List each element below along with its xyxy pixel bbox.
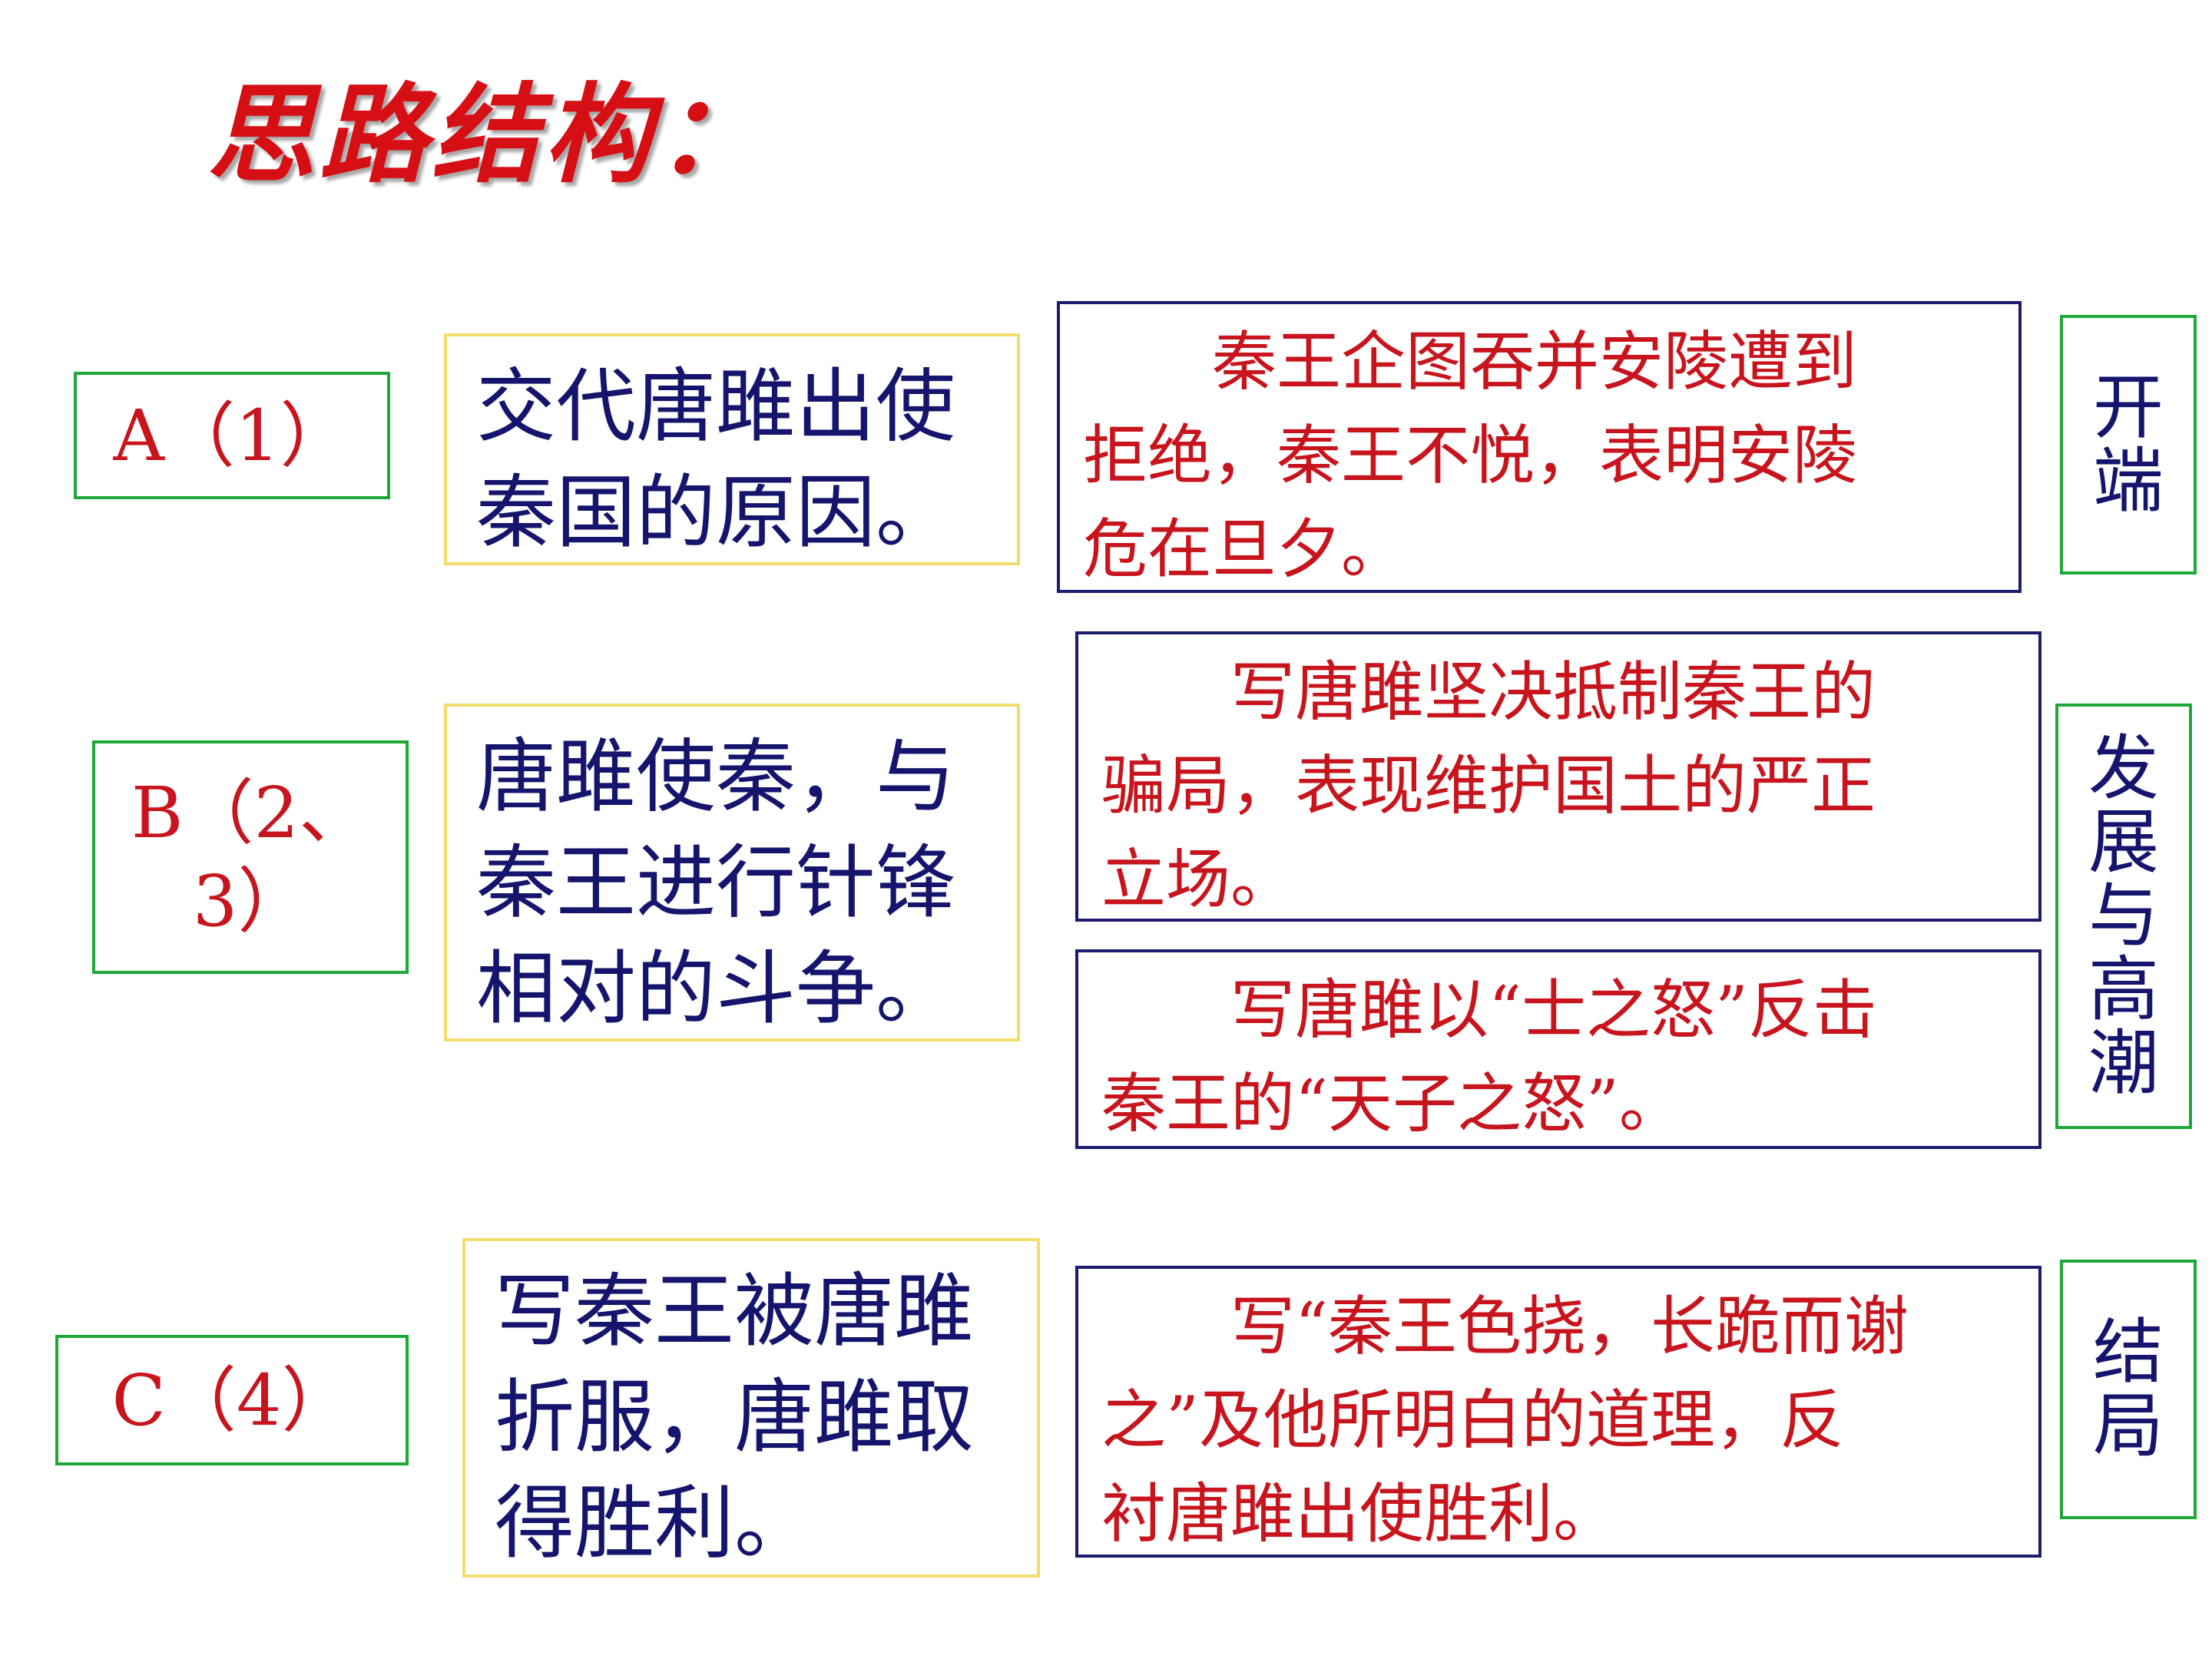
- detail-line: 写唐雎坚决抵制秦王的: [1230, 654, 1876, 730]
- stage-char: 展: [2088, 801, 2159, 883]
- detail-box-a: 秦王企图吞并安陵遭到 拒绝，秦王不悦，表明安陵 危在旦夕。: [1057, 301, 2022, 593]
- summary-text-c: 写秦王被唐雎 折服，唐雎取 得胜利。: [465, 1241, 1037, 1576]
- summary-box-c: 写秦王被唐雎 折服，唐雎取 得胜利。: [462, 1238, 1040, 1578]
- summary-line: 得胜利。: [495, 1476, 815, 1570]
- stage-char: 开: [2092, 366, 2164, 449]
- detail-line: 写唐雎以“士之怒”反击: [1230, 972, 1877, 1048]
- summary-line: 交代唐雎出使: [476, 359, 956, 453]
- summary-line: 秦王进行针锋: [476, 836, 956, 929]
- summary-text-a: 交代唐雎出使 秦国的原因。: [447, 336, 1017, 565]
- detail-line: 骗局，表现维护国土的严正: [1101, 748, 1876, 823]
- detail-line: 秦王企图吞并安陵遭到: [1212, 324, 1858, 399]
- stage-char: 发: [2088, 727, 2159, 810]
- detail-line: 立场。: [1101, 842, 1296, 917]
- detail-line: 危在旦夕。: [1083, 512, 1406, 587]
- detail-text-b1: 写唐雎坚决抵制秦王的 骗局，表现维护国土的严正 立场。: [1078, 634, 2038, 926]
- detail-line: 拒绝，秦王不悦，表明安陵: [1083, 418, 1858, 493]
- detail-line: 之”及他所明白的道理，反: [1101, 1382, 1844, 1458]
- label-line: A（1）: [113, 394, 351, 477]
- summary-line: 相对的斗争。: [476, 942, 956, 1035]
- stage-char: 端: [2092, 440, 2164, 522]
- summary-line: 唐雎使秦，与: [476, 730, 956, 823]
- detail-text-a: 秦王企图吞并安陵遭到 拒绝，秦王不悦，表明安陵 危在旦夕。: [1060, 304, 2018, 596]
- section-label-c-text: C（4）: [112, 1356, 353, 1445]
- detail-text-b2: 写唐雎以“士之怒”反击 秦王的“天子之怒”。: [1078, 952, 2038, 1151]
- summary-line: 秦国的原因。: [476, 465, 956, 559]
- summary-box-b: 唐雎使秦，与 秦王进行针锋 相对的斗争。: [444, 704, 1020, 1041]
- stage-box-ending: 结 局: [2060, 1260, 2197, 1519]
- detail-line: 秦王的“天子之怒”。: [1101, 1066, 1684, 1141]
- detail-box-b1: 写唐雎坚决抵制秦王的 骗局，表现维护国土的严正 立场。: [1075, 631, 2041, 922]
- summary-line: 折服，唐雎取: [495, 1370, 975, 1464]
- summary-line: 写秦王被唐雎: [495, 1264, 975, 1358]
- summary-box-a: 交代唐雎出使 秦国的原因。: [444, 333, 1020, 565]
- section-label-a-text: A（1）: [114, 392, 351, 480]
- section-label-b-text: B（2、 3）: [131, 769, 369, 945]
- stage-char: 高: [2088, 949, 2159, 1031]
- stage-char: 与: [2088, 875, 2159, 957]
- label-line: C（4）: [111, 1359, 353, 1442]
- stage-box-development-climax: 发 展 与 高 潮: [2055, 704, 2192, 1129]
- detail-line: 写“秦王色挠，长跪而谢: [1230, 1289, 1909, 1364]
- slide-title: 思路结构：: [207, 73, 769, 198]
- stage-char: 结: [2092, 1311, 2164, 1393]
- detail-box-c: 写“秦王色挠，长跪而谢 之”及他所明白的道理，反 衬唐雎出使胜利。: [1075, 1266, 2041, 1558]
- section-label-a: A（1）: [74, 372, 390, 499]
- summary-text-b: 唐雎使秦，与 秦王进行针锋 相对的斗争。: [447, 707, 1017, 1041]
- stage-char: 潮: [2088, 1022, 2159, 1104]
- section-label-c: C（4）: [55, 1335, 409, 1465]
- detail-text-c: 写“秦王色挠，长跪而谢 之”及他所明白的道理，反 衬唐雎出使胜利。: [1078, 1269, 2038, 1561]
- section-label-b: B（2、 3）: [92, 740, 409, 974]
- label-line: B（2、: [131, 772, 370, 854]
- detail-line: 衬唐雎出使胜利。: [1101, 1476, 1618, 1551]
- stage-char: 局: [2092, 1385, 2164, 1467]
- label-line: 3）: [192, 860, 309, 942]
- detail-box-b2: 写唐雎以“士之怒”反击 秦王的“天子之怒”。: [1075, 949, 2041, 1149]
- stage-box-beginning: 开 端: [2060, 315, 2197, 575]
